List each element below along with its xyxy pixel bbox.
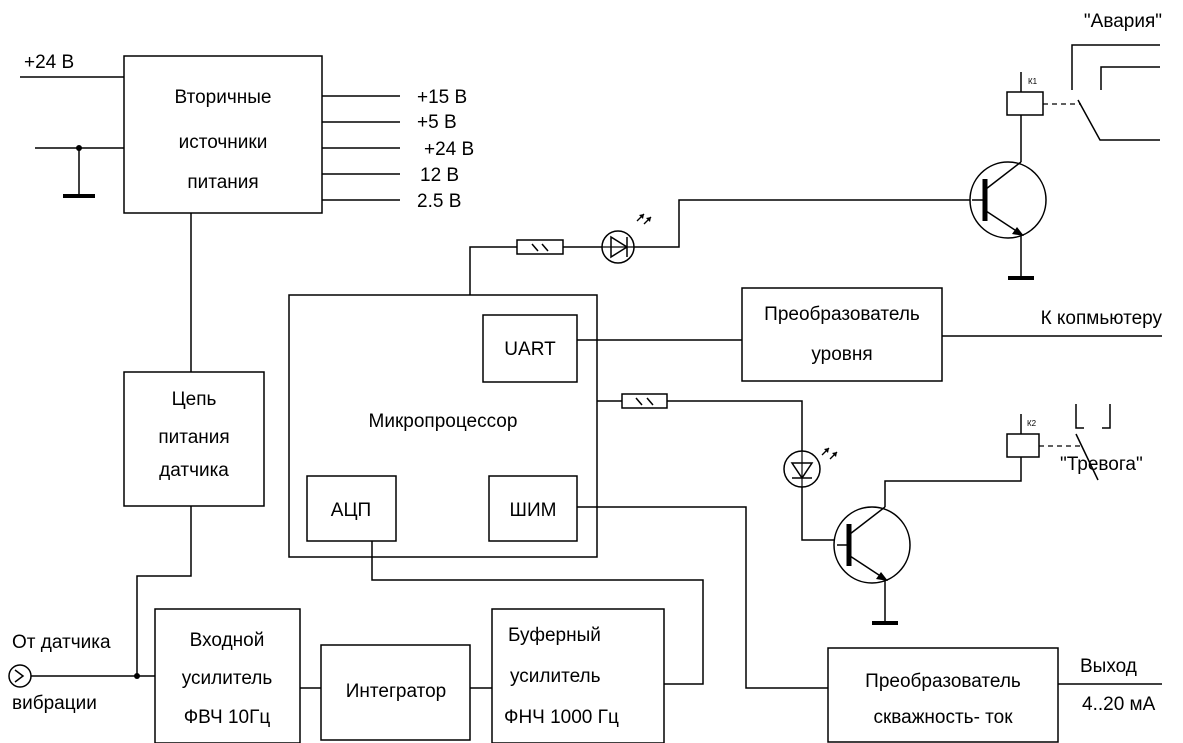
sensor-power-line2: питания bbox=[158, 427, 229, 448]
out-label-5v: +5 В bbox=[417, 112, 457, 133]
alarm-channel: К1 "Авария" bbox=[469, 11, 1162, 295]
level-converter-line2: уровня bbox=[811, 344, 872, 365]
sensor-input-label1: От датчика bbox=[12, 632, 111, 653]
duty-converter-line2: скважность- ток bbox=[873, 707, 1013, 728]
secondary-power-block bbox=[123, 55, 323, 214]
power-block-line3: питания bbox=[187, 172, 258, 193]
buffer-to-adc-wire bbox=[371, 541, 704, 685]
relay-k1-coil bbox=[1006, 91, 1044, 116]
uart-block bbox=[482, 314, 578, 383]
relay-k1-label: К1 bbox=[1028, 77, 1038, 86]
duty-converter-line1: Преобразователь bbox=[865, 671, 1021, 692]
level-converter-section: Преобразователь уровня К копмьютеру bbox=[577, 287, 1163, 382]
integrator-label: Интегратор bbox=[346, 681, 446, 702]
input-chain: От датчика вибрации Входной усилитель ФВ… bbox=[8, 541, 704, 743]
relay-k1-contacts bbox=[1071, 44, 1160, 141]
buffer-amplifier-block bbox=[491, 608, 665, 743]
warning-resistor bbox=[621, 393, 668, 409]
input-amp-line1: Входной bbox=[190, 630, 265, 651]
power-block-line1: Вторичные bbox=[175, 87, 272, 108]
pwm-label: ШИМ bbox=[510, 500, 557, 521]
input-24v-label: +24 В bbox=[24, 52, 74, 73]
sensor-power-line3: датчика bbox=[159, 460, 229, 481]
pwm-to-converter-wire bbox=[577, 506, 828, 689]
sensor-supply-to-input-wire bbox=[136, 506, 192, 676]
sensor-junction-dot bbox=[134, 673, 140, 679]
out-label-24v: +24 В bbox=[424, 139, 474, 160]
integrator-block bbox=[320, 644, 471, 741]
to-computer-label: К копмьютеру bbox=[1041, 308, 1163, 329]
level-converter-block bbox=[741, 287, 943, 382]
alarm-led bbox=[601, 213, 652, 264]
microprocessor-section: Микропроцессор UART АЦП ШИМ bbox=[288, 294, 598, 558]
alarm-resistor bbox=[516, 239, 564, 255]
warning-transistor bbox=[833, 506, 911, 584]
microprocessor-label: Микропроцессор bbox=[369, 411, 518, 432]
relay-k2-contacts bbox=[1075, 404, 1111, 481]
uart-label: UART bbox=[504, 339, 556, 360]
pwm-block bbox=[488, 475, 578, 542]
power-block-line2: источники bbox=[179, 132, 268, 153]
buffer-amp-line3: ФНЧ 1000 Гц bbox=[504, 707, 619, 728]
alarm-wire-a bbox=[469, 246, 517, 295]
output-label2: 4..20 мА bbox=[1082, 694, 1156, 715]
output-label1: Выход bbox=[1080, 656, 1137, 677]
alarm-transistor bbox=[969, 161, 1047, 239]
alarm-label: "Авария" bbox=[1084, 11, 1162, 32]
buffer-amp-line2: усилитель bbox=[510, 666, 601, 687]
sensor-power-block bbox=[123, 371, 265, 507]
sensor-power-line1: Цепь bbox=[172, 389, 217, 410]
sensor-power-section: Цепь питания датчика bbox=[123, 371, 265, 676]
input-amp-line3: ФВЧ 10Гц bbox=[184, 707, 271, 728]
adc-block bbox=[306, 475, 397, 542]
adc-label: АЦП bbox=[331, 500, 371, 521]
warning-wire-c bbox=[801, 487, 837, 541]
input-amp-line2: усилитель bbox=[182, 668, 273, 689]
warning-led bbox=[783, 447, 838, 488]
output-section: Преобразователь скважность- ток Выход 4.… bbox=[577, 506, 1162, 743]
out-label-15v: +15 В bbox=[417, 87, 467, 108]
level-converter-line1: Преобразователь bbox=[764, 304, 920, 325]
input-amplifier-block bbox=[154, 608, 301, 743]
relay-k2-label: К2 bbox=[1027, 419, 1037, 428]
buffer-amp-line1: Буферный bbox=[508, 625, 601, 646]
relay-k2-coil bbox=[1006, 433, 1040, 458]
sensor-connector bbox=[8, 664, 32, 688]
power-supply-section: +24 В Вторичные источники питания +15 В … bbox=[20, 52, 474, 372]
warning-channel: К2 "Тревога" bbox=[597, 393, 1143, 625]
duty-current-converter-block bbox=[827, 647, 1059, 743]
alarm-wire-c bbox=[634, 199, 972, 248]
warning-wire-b bbox=[667, 400, 803, 451]
out-label-2-5v: 2.5 В bbox=[417, 191, 461, 212]
out-label-12v: 12 В bbox=[420, 165, 459, 186]
warning-label: "Тревога" bbox=[1060, 454, 1143, 475]
sensor-input-label2: вибрации bbox=[12, 693, 97, 714]
warning-collector-wire bbox=[884, 457, 1022, 507]
